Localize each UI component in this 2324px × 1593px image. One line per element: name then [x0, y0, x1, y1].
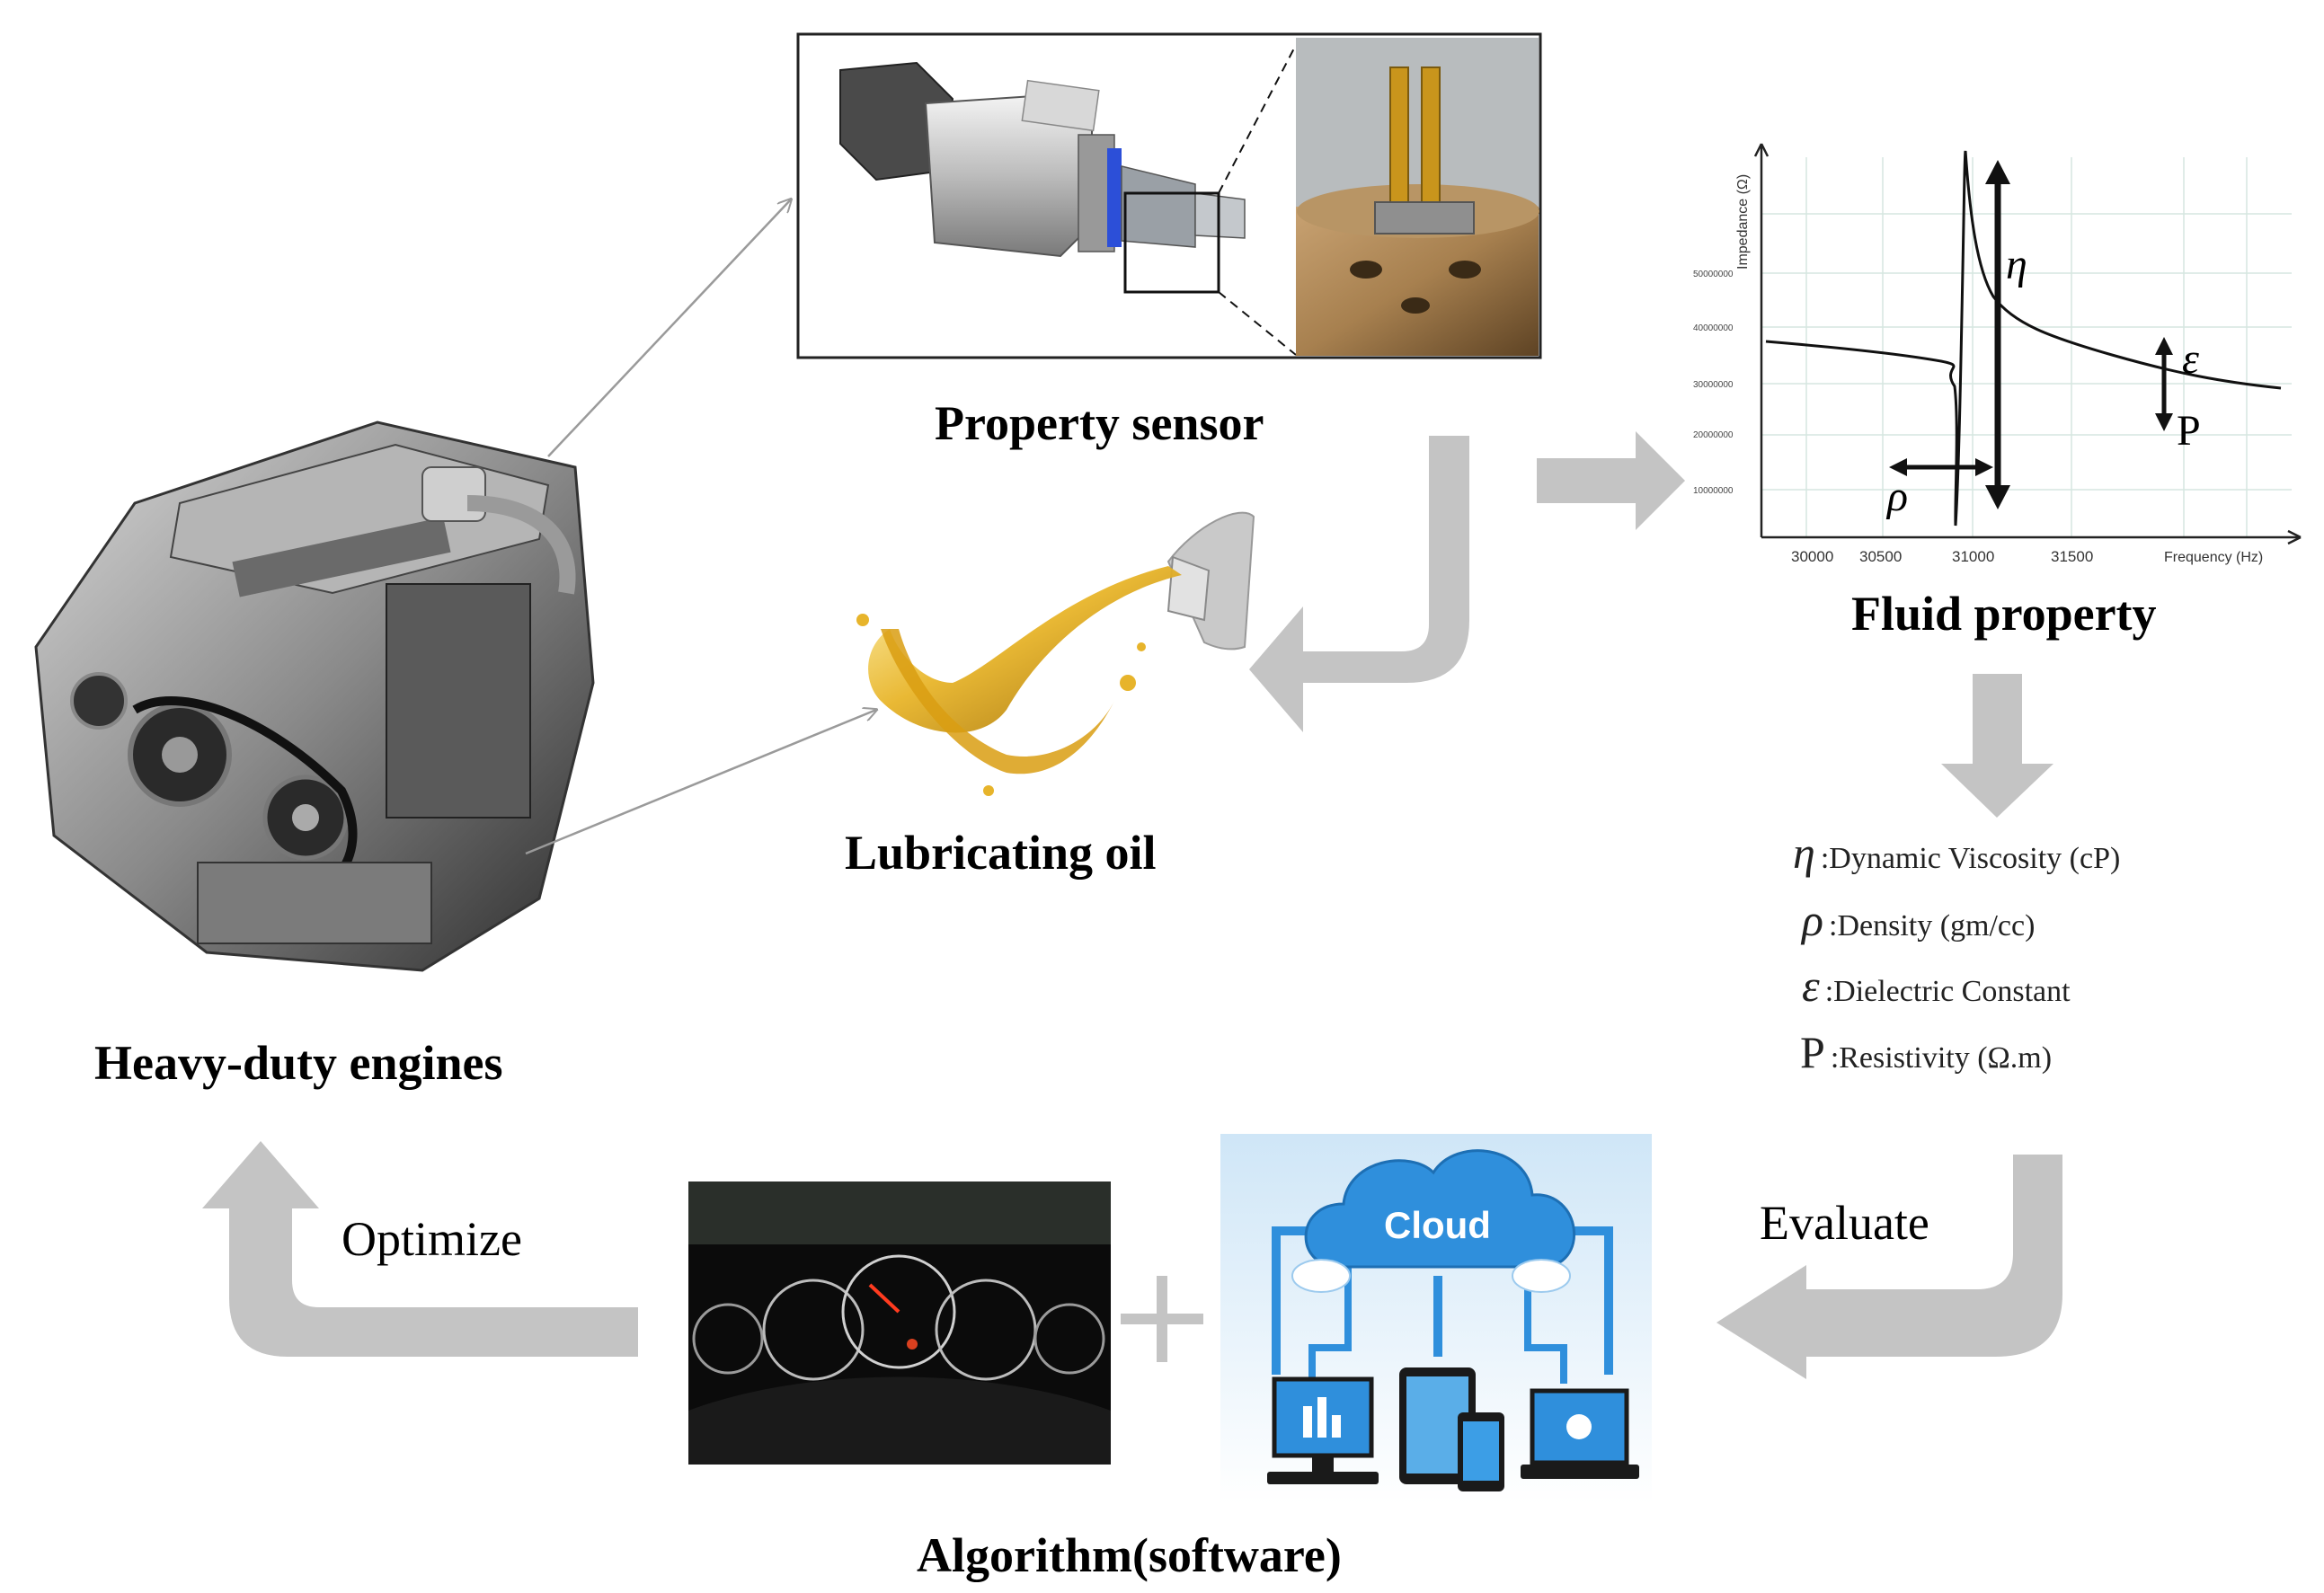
chart-x-tick: 30000	[1791, 548, 1833, 565]
engine-image	[34, 420, 595, 972]
cloud-label: Cloud	[1384, 1204, 1491, 1246]
cloud-image: Cloud	[1220, 1134, 1652, 1504]
dashboard-image	[688, 1181, 1111, 1465]
chart-y-tick: 20000000	[1693, 430, 1734, 440]
legend-text: :Dynamic Viscosity (cP)	[1820, 842, 2121, 875]
chart-x-tick: 31500	[2051, 548, 2093, 565]
legend-symbol: P	[1800, 1027, 1825, 1077]
sensor-to-chart-arrow	[1537, 431, 1685, 530]
heavy-duty-engines-label: Heavy-duty engines	[94, 1036, 503, 1090]
engine-to-sensor-arrow	[547, 199, 791, 457]
legend-symbol: ρ	[1802, 895, 1823, 945]
legend-item-viscosity: η:Dynamic Viscosity (cP)	[1793, 827, 2120, 879]
impedance-chart: 30000 30500 31000 31500 Frequency (Hz) I…	[1691, 135, 2311, 575]
chart-to-legend-arrow	[1941, 674, 2053, 818]
legend-text: :Dielectric Constant	[1824, 975, 2071, 1008]
chart-x-tick: 31000	[1952, 548, 1994, 565]
chart-y-axis-label: Impedance (Ω)	[1735, 174, 1751, 270]
chart-annot-epsilon: ε	[2182, 335, 2199, 383]
fluid-property-label: Fluid property	[1851, 587, 2157, 641]
legend-symbol: ε	[1802, 960, 1820, 1011]
evaluate-label: Evaluate	[1760, 1196, 1929, 1250]
chart-y-tick: 10000000	[1693, 486, 1734, 496]
lubricating-oil-label: Lubricating oil	[845, 826, 1157, 880]
property-sensor-label: Property sensor	[935, 396, 1264, 450]
legend-item-resistivity: P:Resistivity (Ω.m)	[1800, 1026, 2052, 1078]
chart-x-axis-label: Frequency (Hz)	[2164, 550, 2263, 565]
sensor-image	[796, 32, 1542, 359]
plus-sign	[1121, 1276, 1203, 1362]
chart-x-tick: 30500	[1859, 548, 1902, 565]
legend-text: :Resistivity (Ω.m)	[1830, 1041, 2053, 1075]
optimize-arrow	[202, 1141, 638, 1357]
sensor-to-oil-arrow	[1249, 436, 1469, 732]
algorithm-label: Algorithm(software)	[917, 1528, 1342, 1582]
legend-text: :Density (gm/cc)	[1829, 909, 2036, 943]
chart-y-tick: 50000000	[1693, 270, 1734, 279]
oil-image	[856, 511, 1255, 796]
legend-item-dielectric: ε:Dielectric Constant	[1802, 960, 2071, 1012]
chart-annot-eta: η	[2006, 241, 2027, 288]
chart-annot-rho: ρ	[1885, 473, 1908, 520]
chart-grid	[1761, 157, 2292, 537]
legend-symbol: η	[1793, 827, 1815, 878]
optimize-label: Optimize	[342, 1212, 522, 1266]
engine-to-oil-arrow	[525, 710, 876, 855]
chart-annot-p: P	[2177, 407, 2201, 455]
chart-y-tick: 40000000	[1693, 323, 1734, 333]
legend-item-density: ρ:Density (gm/cc)	[1802, 894, 2035, 946]
impedance-curve	[1765, 150, 2282, 527]
chart-y-tick: 30000000	[1693, 380, 1734, 390]
evaluate-arrow	[1716, 1155, 2062, 1379]
